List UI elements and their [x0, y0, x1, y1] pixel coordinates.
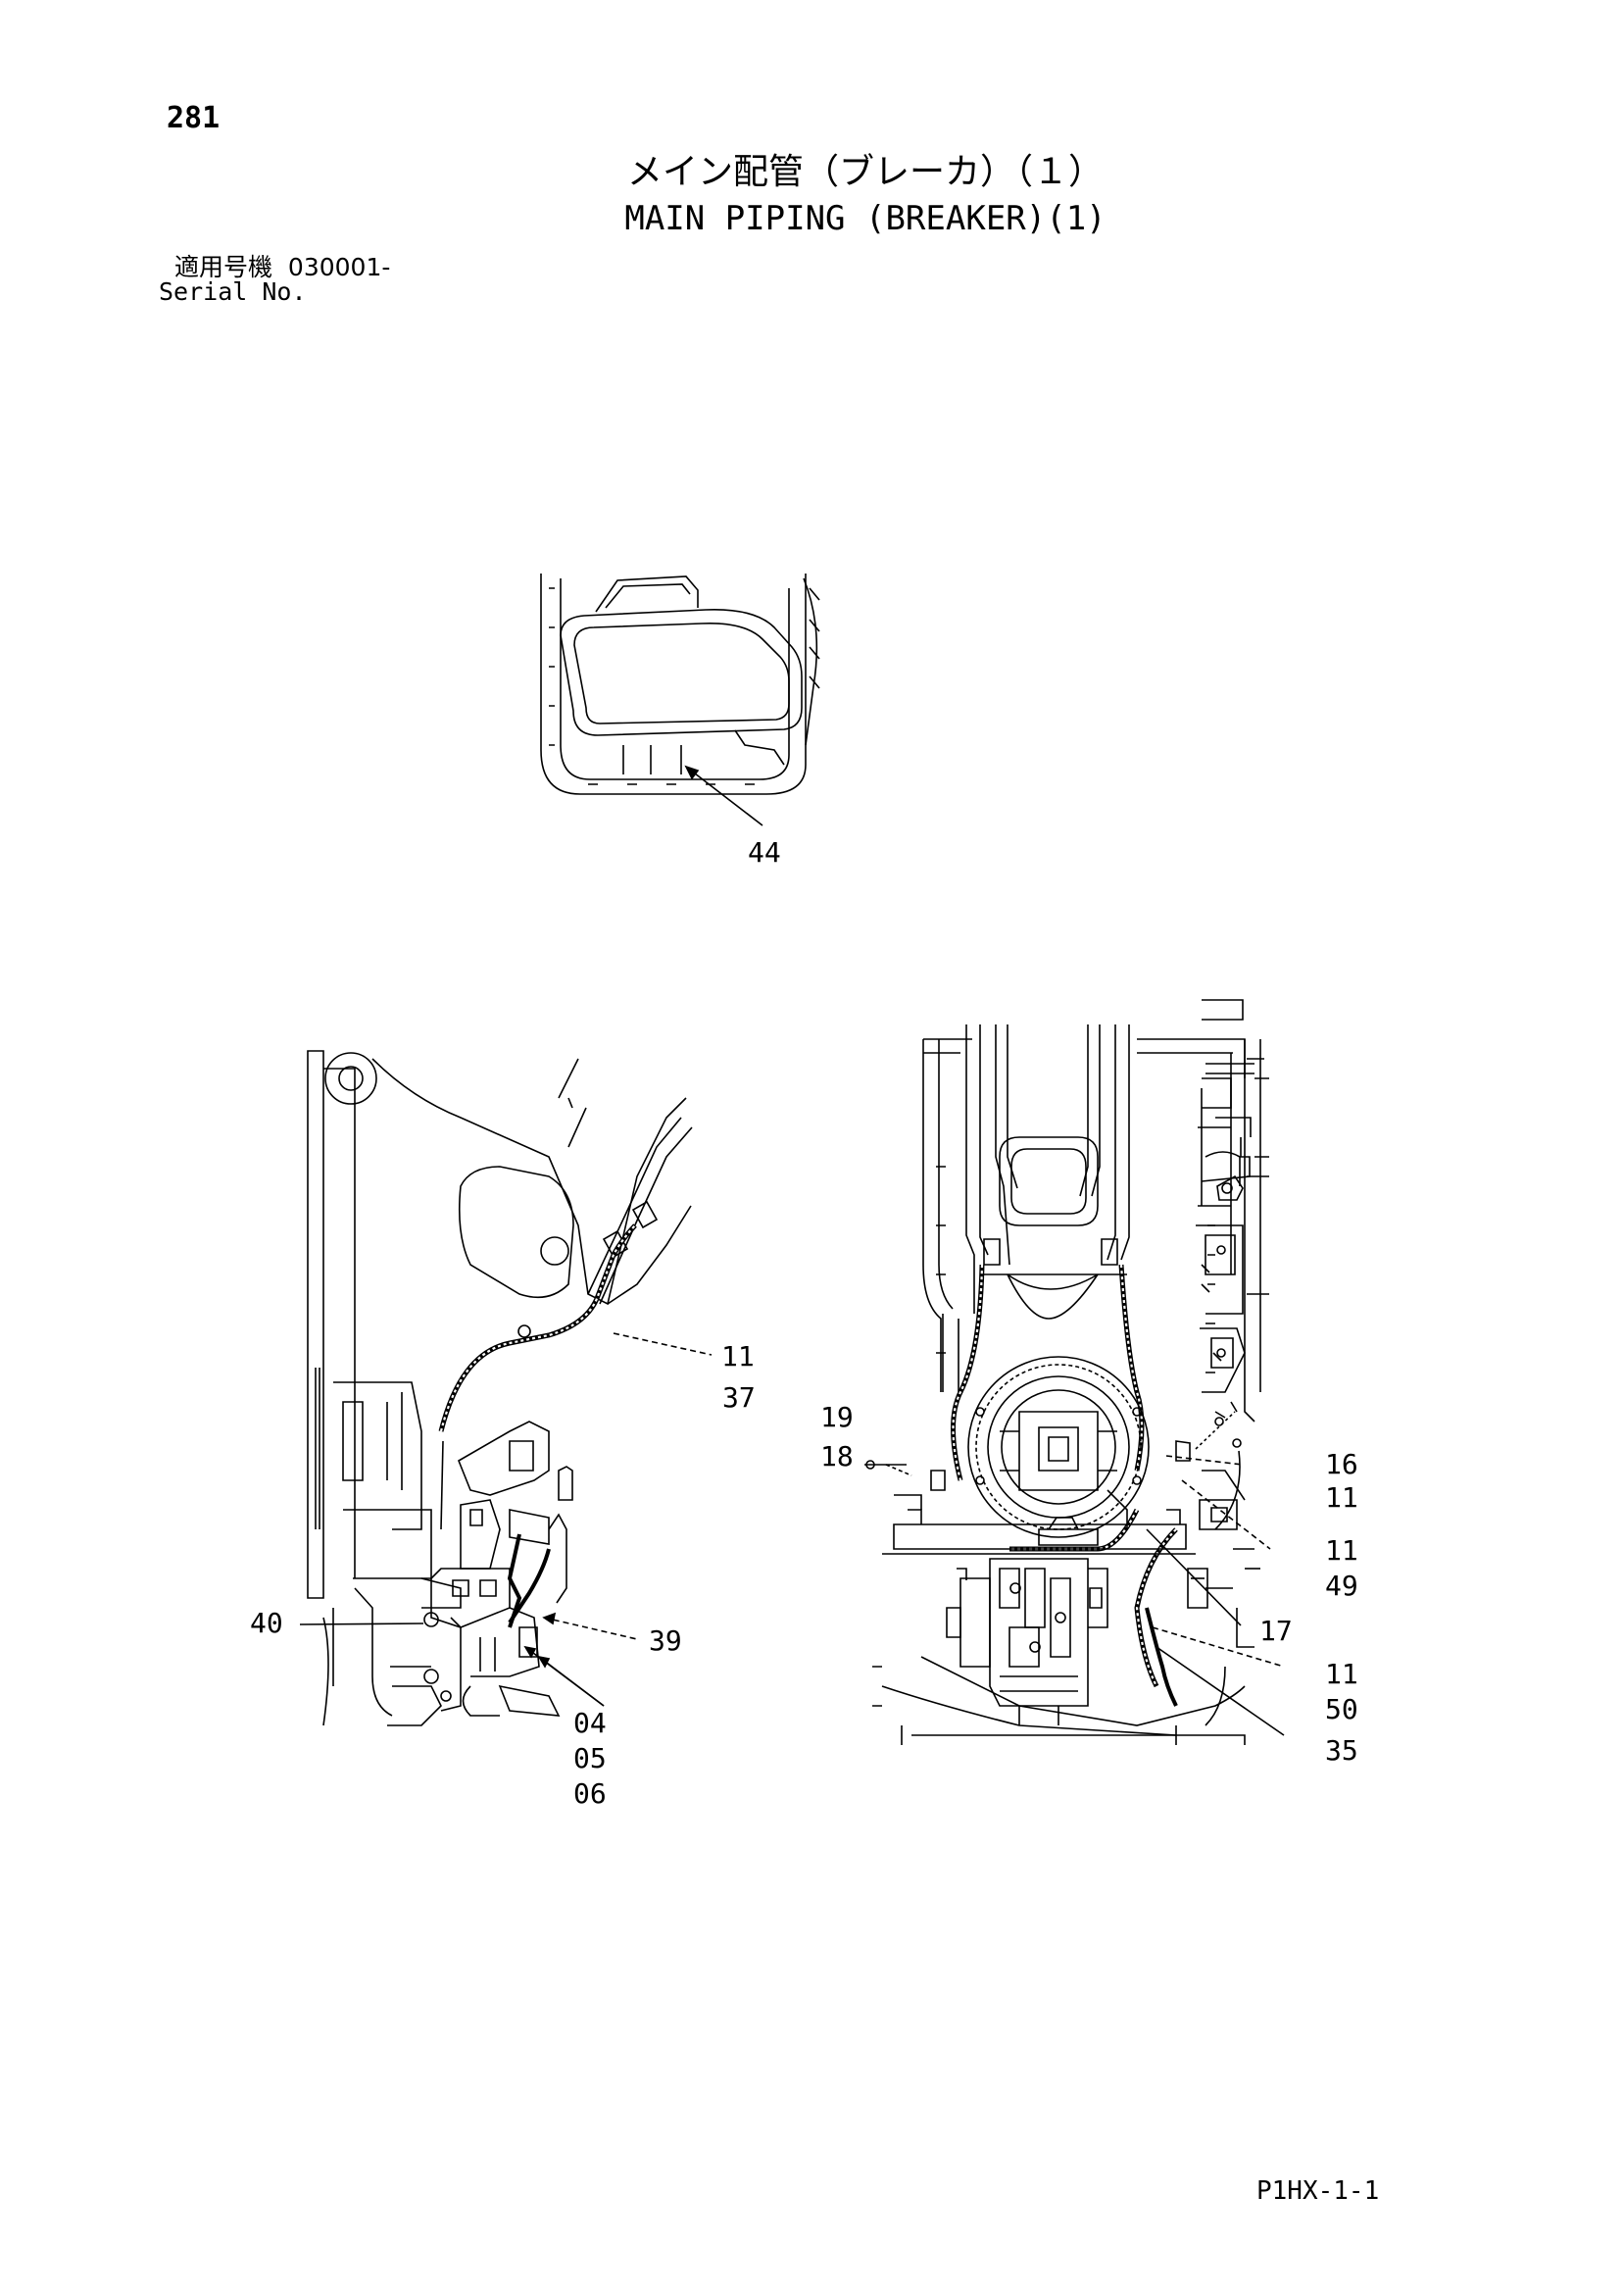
leader-39	[544, 1614, 637, 1639]
footer-page-code: P1HX-1-1	[1256, 2176, 1380, 2206]
callout-44: 44	[748, 836, 781, 869]
callout-16: 16	[1325, 1448, 1358, 1480]
leader-16-11	[1166, 1412, 1243, 1465]
boom-hose-37	[441, 1225, 635, 1529]
cross-beam	[882, 1471, 1196, 1554]
front-lower-frame	[872, 1657, 1245, 1745]
callout-40: 40	[250, 1607, 283, 1639]
callout-35: 35	[1325, 1734, 1358, 1767]
right-detail-parts	[1202, 1000, 1260, 1588]
leader-44	[686, 767, 762, 825]
page-number: 281	[167, 101, 221, 135]
callout-18: 18	[820, 1440, 854, 1472]
callout-11-right-3: 11	[1325, 1658, 1358, 1690]
callout-11-left: 11	[721, 1340, 755, 1373]
page-title-english: MAIN PIPING (BREAKER)(1)	[624, 199, 1107, 238]
right-edge-frames	[1200, 1451, 1245, 1529]
serial-value: 030001-	[287, 253, 391, 281]
leader-17	[1147, 1529, 1241, 1625]
callout-37: 37	[722, 1381, 756, 1414]
callout-17: 17	[1259, 1615, 1293, 1647]
leader-35	[1156, 1647, 1284, 1735]
serial-line-japanese: 適用号機 030001-	[174, 255, 390, 279]
leader-11-49	[1182, 1480, 1270, 1549]
serial-label-english: Serial No.	[159, 277, 307, 306]
front-view-drawing	[923, 1024, 1269, 1422]
cab-section-drawing	[541, 574, 819, 794]
callout-49: 49	[1325, 1570, 1358, 1602]
callout-11-right-2: 11	[1325, 1534, 1358, 1567]
callout-50: 50	[1325, 1693, 1358, 1725]
left-valve-assembly	[390, 1422, 572, 1716]
callout-06: 06	[573, 1777, 607, 1810]
leader-11-37	[614, 1333, 712, 1355]
callout-11-right-1: 11	[1325, 1481, 1358, 1514]
far-right-frame	[1188, 1549, 1254, 1725]
callout-39: 39	[649, 1624, 682, 1657]
leader-40	[300, 1623, 423, 1624]
leader-11-50	[1153, 1627, 1284, 1667]
front-hoses	[954, 1265, 1191, 1706]
right-frame-ext	[1205, 1064, 1254, 1186]
page-title-japanese: メイン配管（ブレーカ）（１）	[626, 152, 1104, 192]
leader-04-05-06	[525, 1647, 604, 1706]
right-control-valve	[947, 1559, 1107, 1725]
callout-05: 05	[573, 1742, 607, 1774]
leader-19-18	[864, 1461, 911, 1475]
callout-04: 04	[573, 1707, 607, 1739]
boom-side-view-drawing	[308, 1051, 692, 1725]
serial-label-japanese: 適用号機	[174, 253, 273, 281]
callout-19: 19	[820, 1401, 854, 1433]
swing-ring	[968, 1357, 1149, 1537]
